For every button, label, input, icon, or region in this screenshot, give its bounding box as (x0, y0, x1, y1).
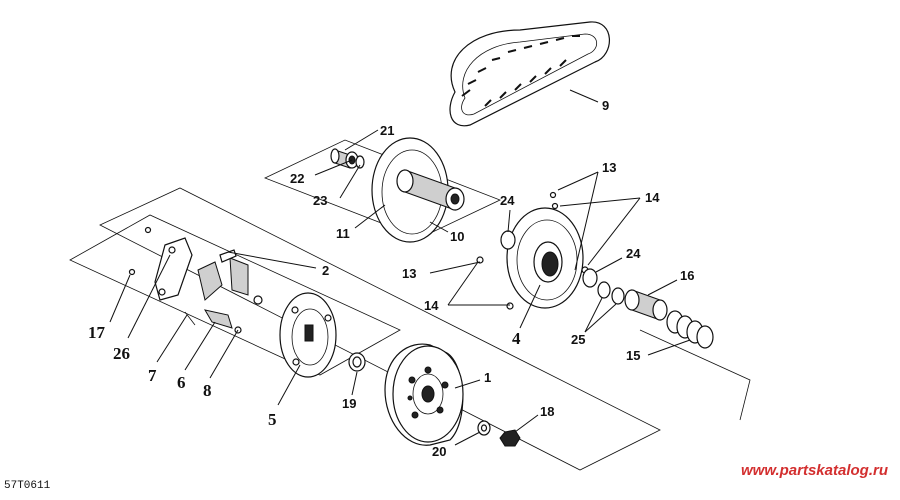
callout-16: 16 (680, 268, 694, 283)
bushing-set (330, 148, 365, 169)
callout-14-right: 14 (645, 190, 660, 205)
callout-18: 18 (540, 404, 554, 419)
callout-5: 5 (268, 410, 277, 429)
drive-plate (279, 292, 337, 378)
clutch-shoe-group (128, 226, 263, 334)
callout-14-left: 14 (424, 298, 439, 313)
callout-4: 4 (512, 329, 521, 348)
diagram-code: 57T0611 (4, 480, 51, 492)
callout-11: 11 (336, 226, 350, 241)
callout-17: 17 (88, 323, 106, 342)
callout-24-left: 24 (500, 193, 515, 208)
callout-25: 25 (571, 332, 585, 347)
fasteners (348, 352, 521, 447)
callout-1: 1 (484, 370, 491, 385)
callout-13-left: 13 (402, 266, 416, 281)
callout-22: 22 (290, 171, 304, 186)
callout-19: 19 (342, 396, 356, 411)
callout-8: 8 (203, 381, 212, 400)
callout-26: 26 (113, 344, 130, 363)
callout-23: 23 (313, 193, 327, 208)
rings-24 (500, 230, 598, 288)
movable-sheave (476, 191, 589, 310)
fixed-sheave (371, 137, 465, 243)
watermark: www.partskatalog.ru (741, 462, 888, 479)
callout-6: 6 (177, 373, 186, 392)
leader-lines (109, 89, 691, 446)
callout-15: 15 (626, 348, 640, 363)
callout-24-right: 24 (626, 246, 641, 261)
callout-2: 2 (322, 263, 329, 278)
clutch-drum (384, 343, 464, 446)
spring-assembly (597, 281, 714, 349)
callout-labels: 9 21 22 23 11 10 13 14 24 24 16 13 14 25… (88, 98, 694, 459)
callout-13-right: 13 (602, 160, 616, 175)
callout-9: 9 (602, 98, 609, 113)
callout-10: 10 (450, 229, 464, 244)
callout-7: 7 (148, 366, 157, 385)
drive-belt (449, 21, 610, 127)
callout-21: 21 (380, 123, 394, 138)
callout-20: 20 (432, 444, 446, 459)
